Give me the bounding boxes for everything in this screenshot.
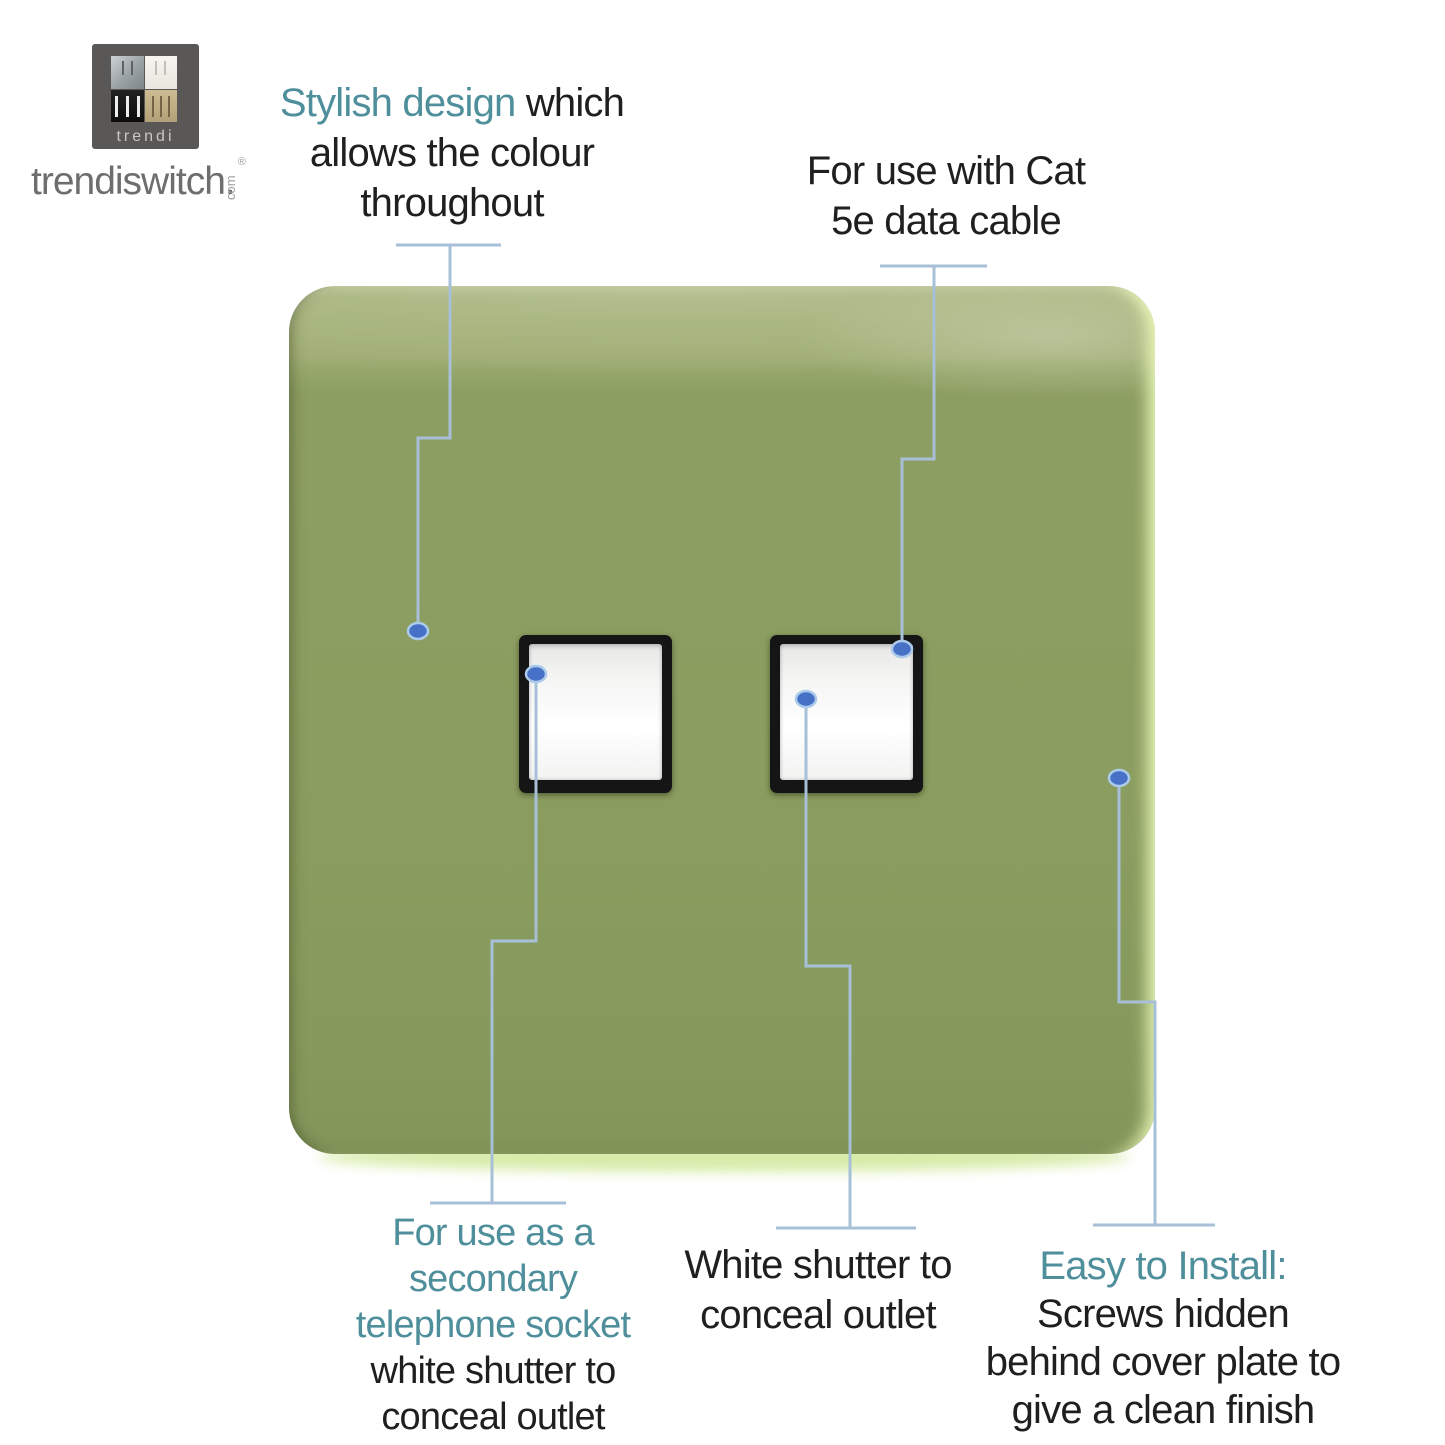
switch-tick-marks [111,61,144,75]
trendi-logo: trendi [92,44,199,149]
switch-tick-marks [145,61,178,75]
brand-name: trendiswitch. [31,160,236,203]
switch-tick-marks [145,95,178,117]
registered-trademark-symbol: ® [237,156,246,168]
annotation-stylish-design: Stylish design which allows the colour t… [232,78,672,228]
logo-square-white-switch-icon [144,56,178,89]
logo-square-silver-switch-icon [111,56,144,89]
brand-wordmark: trendiswitch.®com [31,156,252,204]
logo-square-gold-switch-icon [144,89,178,122]
cover-plate [289,286,1155,1154]
annotation-text-segment: Screws hidden behind cover plate to give… [985,1292,1341,1432]
brand-domain-suffix: ®com [222,156,246,200]
annotation-text-segment: For use with Cat 5e data cable [806,149,1086,243]
annotation-text-segment: which allows the colour throughout [309,81,625,225]
annotation-text-segment: For use as a secondary telephone socket [355,1212,631,1346]
annotation-secondary-telephone-socket: For use as a secondary telephone socket … [295,1210,691,1440]
telephone-socket-left [519,635,672,793]
switch-tick-marks [111,95,144,117]
annotation-text-segment: Stylish design [279,81,516,125]
annotation-text-segment: Easy to Install: [1039,1244,1287,1288]
logo-switch-grid [111,56,177,122]
annotation-easy-to-install: Easy to Install: Screws hidden behind co… [948,1242,1378,1434]
white-shutter-right [780,644,913,780]
logo-square-black-switch-icon [111,89,144,122]
data-socket-right [770,635,923,793]
annotation-white-shutter: White shutter to conceal outlet [623,1240,1013,1340]
annotation-cat5e-cable: For use with Cat 5e data cable [756,146,1136,246]
annotation-text-segment: White shutter to conceal outlet [684,1243,952,1337]
annotation-text-segment: white shutter to conceal outlet [370,1350,617,1438]
white-shutter-left [529,644,662,780]
logo-label: trendi [116,128,175,145]
